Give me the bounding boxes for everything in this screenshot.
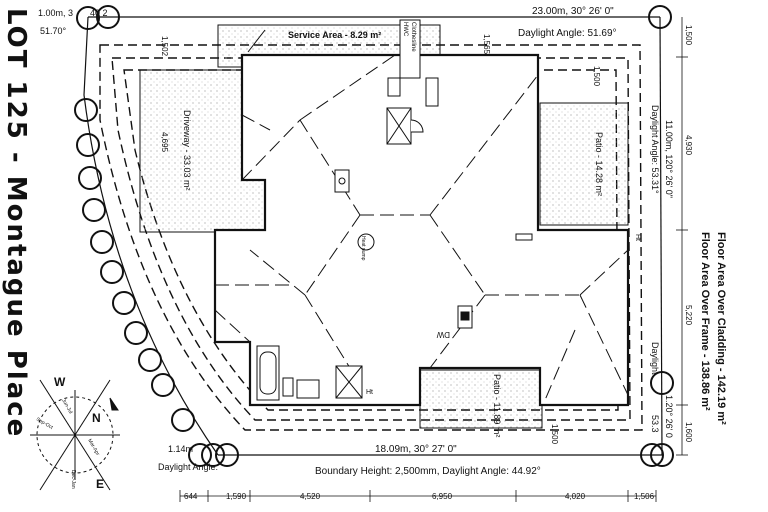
survey-mark bbox=[171, 408, 195, 432]
survey-mark bbox=[76, 133, 100, 157]
dim-bottom-3: 4,520 bbox=[300, 492, 321, 501]
hwc-box bbox=[399, 19, 421, 79]
patio-bottom-area bbox=[419, 369, 543, 429]
vanity-2 bbox=[296, 379, 320, 399]
dim-mid-top: 1,565 bbox=[482, 34, 491, 55]
survey-mark bbox=[640, 443, 664, 467]
dim-patio-top: 1,500 bbox=[592, 66, 601, 87]
dim-bottom-4: 6,950 bbox=[432, 492, 453, 501]
house-outline bbox=[213, 53, 630, 407]
heater-label-2: Ht bbox=[634, 234, 641, 241]
survey-mark bbox=[650, 371, 674, 395]
floor-area-cladding: Floor Area Over Cladding - 142.19 m² bbox=[715, 232, 727, 425]
driveway-label: Driveway - 33.03 m² bbox=[182, 110, 192, 191]
daylight-right-lower-2: 53.3 bbox=[650, 415, 660, 433]
survey-mark bbox=[78, 166, 102, 190]
dim-patio-bottom: 1,500 bbox=[550, 424, 559, 445]
dim-right-1: 1,500 bbox=[684, 25, 693, 46]
window-right bbox=[515, 233, 533, 241]
roof-lines bbox=[214, 54, 629, 401]
heater-label: Ht bbox=[366, 389, 373, 396]
survey-mark bbox=[96, 5, 120, 29]
survey-mark bbox=[76, 6, 100, 30]
survey-mark bbox=[82, 198, 106, 222]
dim-bottom-1: 644 bbox=[184, 492, 198, 501]
compass bbox=[30, 379, 120, 491]
compass-season-4: Mar-Apr bbox=[86, 438, 100, 457]
compass-w: W bbox=[54, 375, 66, 389]
fixtures bbox=[247, 19, 533, 401]
compass-season-1: Jun-Jul bbox=[60, 398, 73, 415]
survey-mark bbox=[201, 443, 225, 467]
survey-mark bbox=[100, 260, 124, 284]
compass-n: N bbox=[92, 411, 101, 425]
boundary-bottom-left: 1.14m bbox=[168, 444, 193, 454]
daylight-right-lower: Daylight bbox=[650, 342, 660, 375]
north-arrow-icon bbox=[109, 397, 119, 411]
daylight-top: Daylight Angle: 51.69° bbox=[518, 28, 617, 39]
boundary-bottom: 18.09m, 30° 27' 0" bbox=[375, 444, 457, 455]
hwc-label: HWC bbox=[402, 22, 408, 37]
heat-pump-unit bbox=[357, 233, 375, 251]
dim-bottom-2: 1,590 bbox=[226, 492, 247, 501]
floor-area-frame: Floor Area Over Frame - 138.86 m² bbox=[699, 232, 711, 411]
compass-season-3: Sep-Oct bbox=[35, 417, 54, 432]
patio-right-area bbox=[539, 102, 629, 226]
dim-bottom-6: 1,506 bbox=[634, 492, 655, 501]
vanity bbox=[425, 77, 439, 107]
boundary-left-angle: 51.70° bbox=[40, 26, 67, 36]
dimension-lines bbox=[179, 17, 688, 502]
daylight-right: Daylight Angle: 53.31° bbox=[650, 105, 660, 194]
compass-e: E bbox=[96, 477, 104, 491]
dishwasher-label: DW bbox=[436, 330, 450, 339]
compass-season-2: Dec-Jan bbox=[70, 470, 76, 489]
labels: LOT 125 - Montague Place Floor Area Over… bbox=[1, 6, 727, 501]
survey-mark bbox=[112, 291, 136, 315]
dim-right-4: 1,600 bbox=[684, 422, 693, 443]
dim-right-3: 5,220 bbox=[684, 305, 693, 326]
survey-mark bbox=[90, 230, 114, 254]
boundary-top-left-2: 40 2 bbox=[90, 8, 108, 18]
toilet-2 bbox=[282, 377, 294, 397]
clothesline-label: Clothesline bbox=[410, 22, 416, 52]
daylight-bottom-left: Daylight Angle: bbox=[158, 462, 218, 472]
survey-mark bbox=[648, 5, 672, 29]
heatpump-label: Heat pump bbox=[360, 236, 366, 261]
survey-mark bbox=[650, 443, 674, 467]
setback-lines bbox=[99, 44, 643, 431]
survey-mark bbox=[138, 348, 162, 372]
dim-driveway: 4,695 bbox=[160, 132, 169, 153]
patio-right-label: Patio - 14.28 m² bbox=[594, 132, 604, 196]
dim-right-2: 4,930 bbox=[684, 135, 693, 156]
patio-bottom-label: Patio - 11.89 m² bbox=[492, 374, 502, 437]
survey-mark bbox=[151, 373, 175, 397]
boundary-right-lower: 1.20° 26' 0 bbox=[664, 395, 674, 438]
lot-title: LOT 125 - Montague Place bbox=[1, 8, 31, 438]
service-area-label: Service Area - 8.29 m² bbox=[288, 30, 381, 40]
dim-left-top: 1,502 bbox=[160, 36, 169, 57]
boundary-top-right: 23.00m, 30° 26' 0" bbox=[532, 6, 614, 17]
boundary-top-left: 1.00m, 3 bbox=[38, 8, 73, 18]
survey-mark bbox=[215, 443, 239, 467]
survey-mark bbox=[188, 443, 212, 467]
dim-bottom-5: 4,020 bbox=[565, 492, 586, 501]
survey-mark bbox=[124, 321, 148, 345]
boundary-height: Boundary Height: 2,500mm, Daylight Angle… bbox=[315, 466, 541, 477]
survey-marks bbox=[74, 5, 674, 467]
survey-mark bbox=[74, 98, 98, 122]
boundary-right-side: 11.00m, 120° 26' 0" bbox=[664, 120, 674, 198]
toilet bbox=[387, 77, 401, 97]
